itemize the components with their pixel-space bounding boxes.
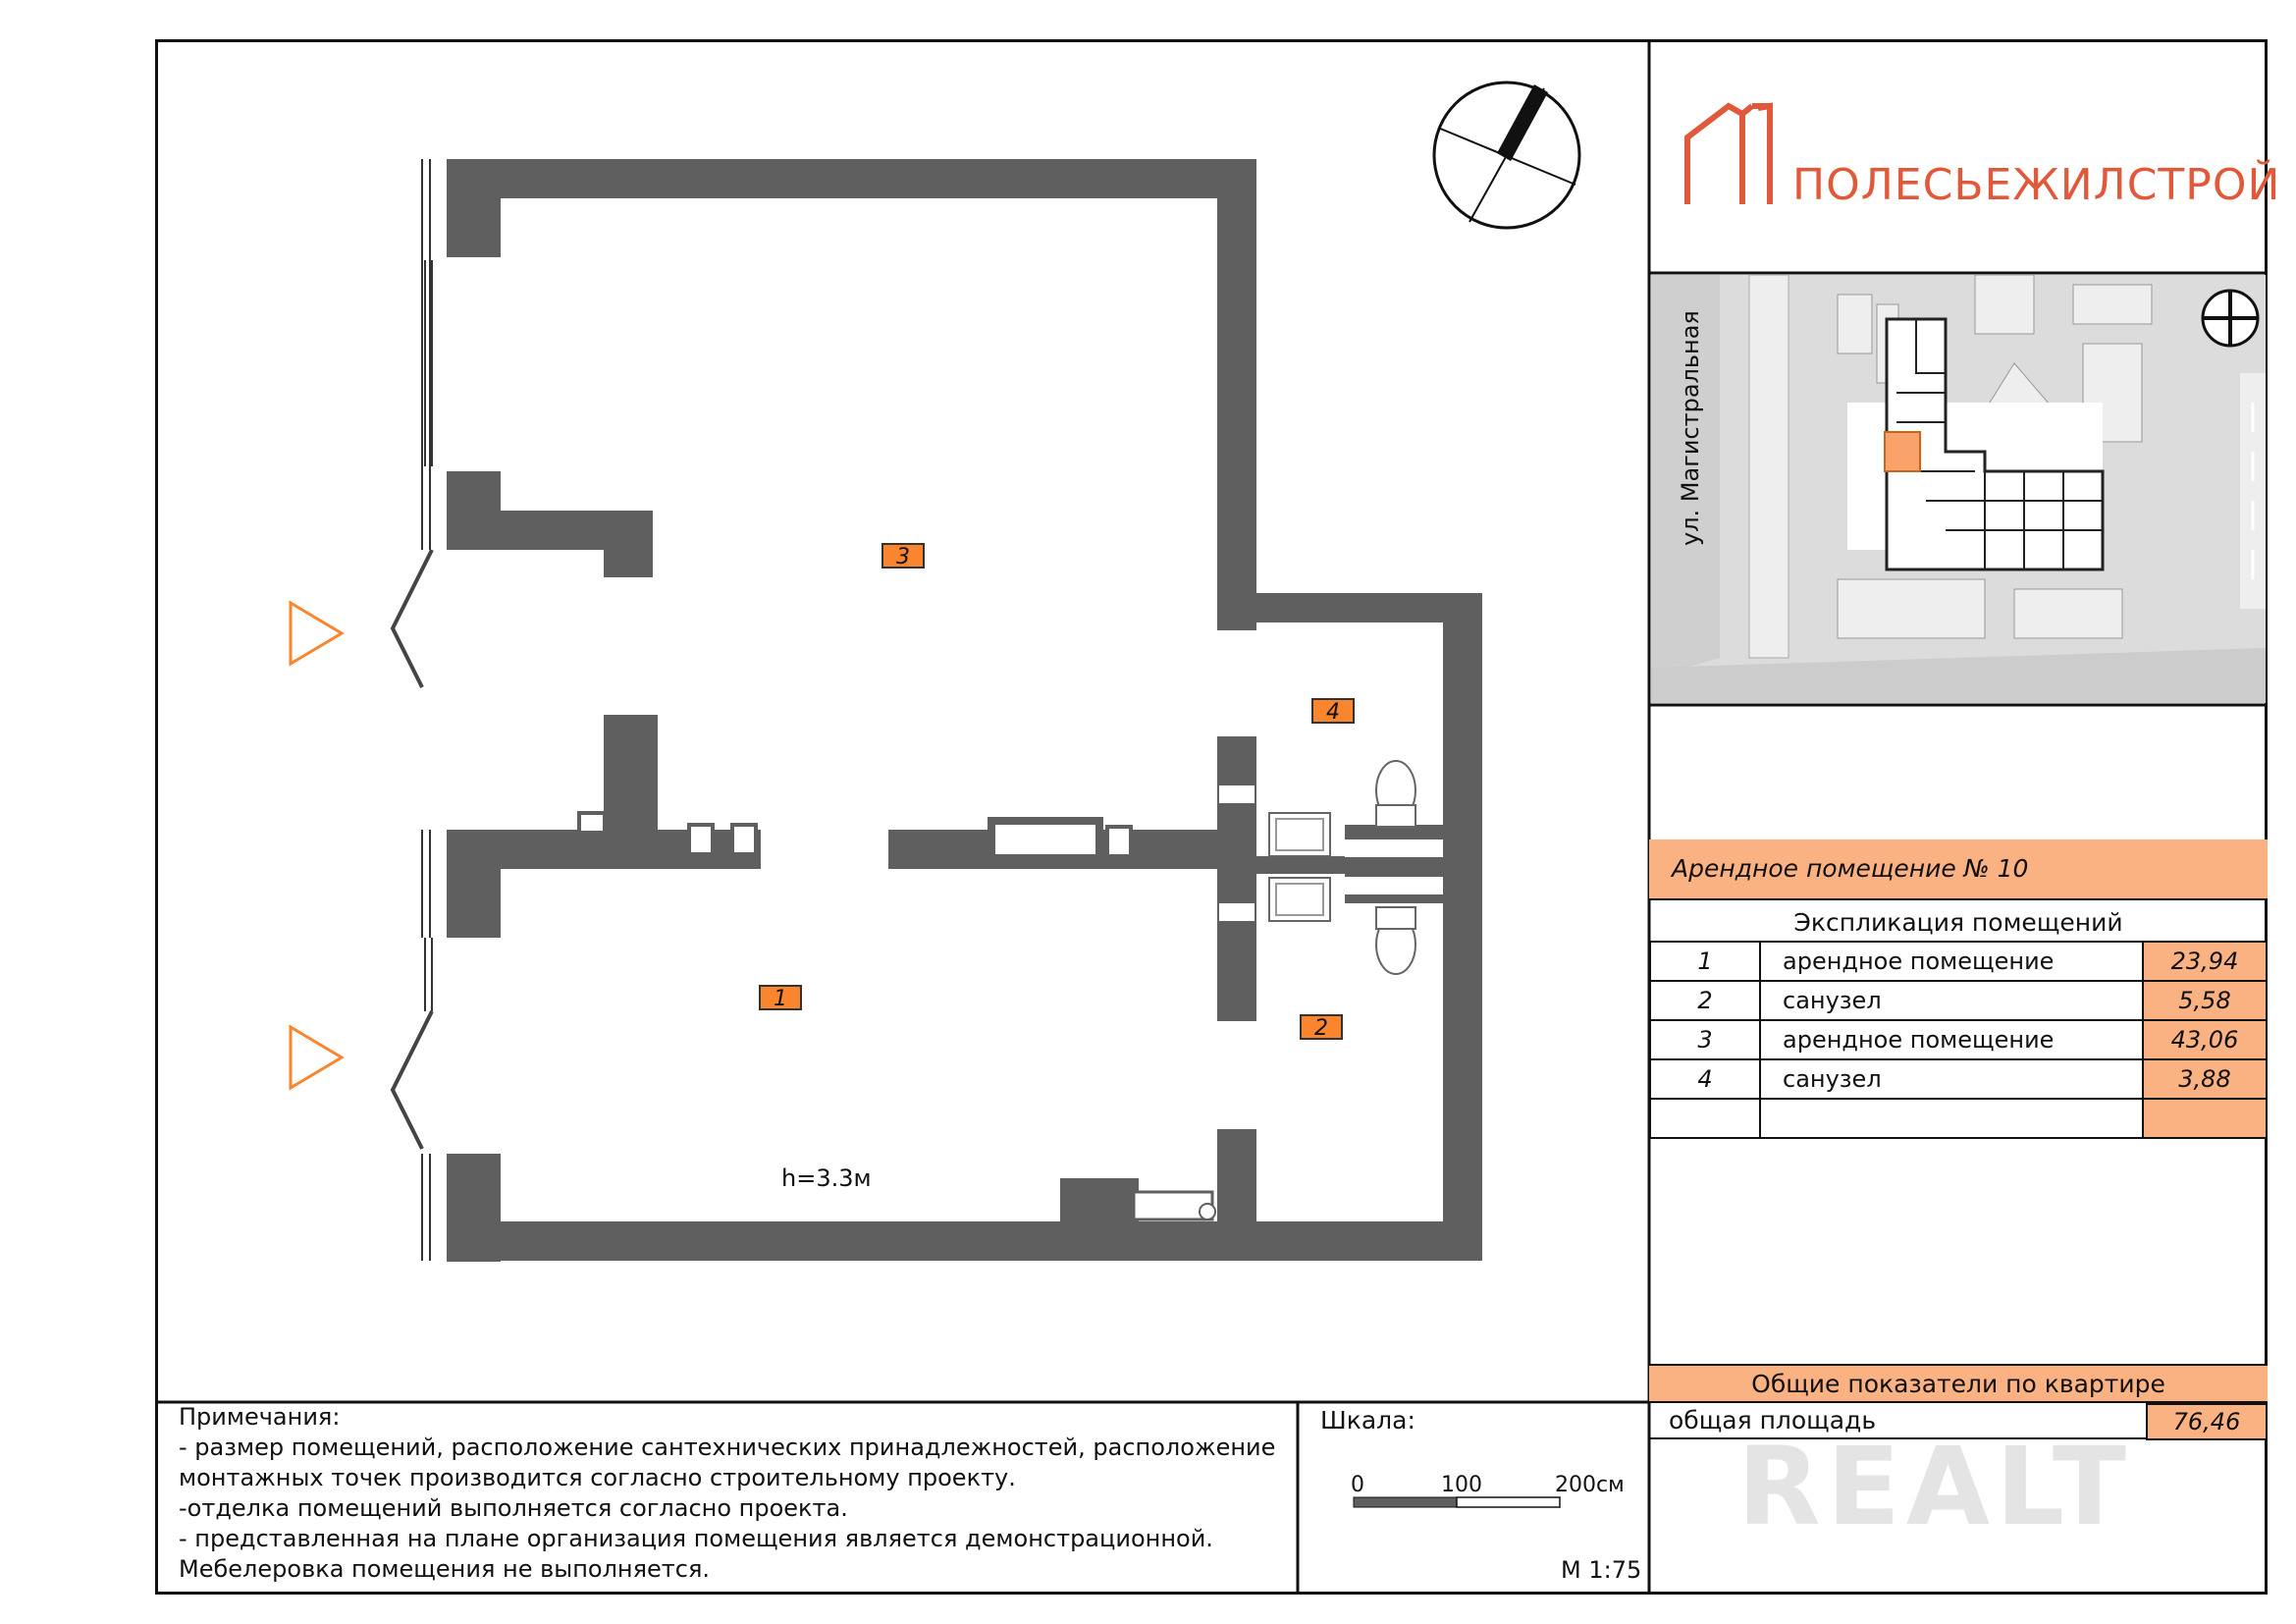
notes-line: - размер помещений, расположение сантехн… <box>179 1434 1276 1461</box>
site-map <box>1651 275 2266 703</box>
row-name: арендное помещение <box>1759 1019 2144 1060</box>
drawing-frame <box>155 39 2268 1595</box>
row-number <box>1649 1098 1761 1139</box>
notes-line: -отделка помещений выполняется согласно … <box>179 1494 848 1522</box>
notes-title: Примечания: <box>179 1403 341 1431</box>
row-number: 1 <box>1649 941 1761 982</box>
summary-label: общая площадь <box>1669 1406 1877 1435</box>
notes-line: монтажных точек производится согласно ст… <box>179 1464 1016 1491</box>
entrance-arrow-icon <box>289 600 345 667</box>
table-row: 2 санузел 5,58 <box>1649 980 2268 1021</box>
explication-table: 1 арендное помещение 23,94 2 санузел 5,5… <box>1649 941 2268 1139</box>
row-area: 3,88 <box>2142 1058 2268 1100</box>
scale-tick-200: 200см <box>1555 1473 1625 1497</box>
row-number: 4 <box>1649 1058 1761 1100</box>
notes-line: - представленная на плане организация по… <box>179 1525 1213 1552</box>
table-row: 4 санузел 3,88 <box>1649 1058 2268 1100</box>
ceiling-height: h=3.3м <box>781 1164 872 1192</box>
row-name: санузел <box>1759 1058 2144 1100</box>
summary-header: Общие показатели по квартире <box>1649 1364 2268 1403</box>
scale-tick-100: 100 <box>1441 1473 1482 1497</box>
table-row: 3 арендное помещение 43,06 <box>1649 1019 2268 1060</box>
row-number: 2 <box>1649 980 1761 1021</box>
scale-title: Шкала: <box>1320 1406 1415 1435</box>
watermark: REALT <box>1737 1424 2132 1549</box>
room-badge-3: 3 <box>881 543 925 569</box>
notes-line: Мебелеровка помещения не выполняется. <box>179 1555 711 1583</box>
summary-value: 76,46 <box>2146 1403 2268 1440</box>
street-label: ул. Магистральная <box>1677 310 1704 546</box>
scale-tick-0: 0 <box>1351 1473 1364 1497</box>
row-area: 23,94 <box>2142 941 2268 982</box>
north-arrow-icon <box>1432 81 1581 230</box>
room-badge-1: 1 <box>759 985 802 1011</box>
scale-bar <box>1353 1496 1561 1508</box>
brand-logo-icon <box>1684 102 1773 204</box>
table-row <box>1649 1098 2268 1139</box>
floor-plan <box>289 159 1482 1262</box>
row-number: 3 <box>1649 1019 1761 1060</box>
scale-ratio: М 1:75 <box>1561 1556 1642 1584</box>
row-area: 43,06 <box>2142 1019 2268 1060</box>
row-name: санузел <box>1759 980 2144 1021</box>
row-area: 5,58 <box>2142 980 2268 1021</box>
unit-title-bar <box>1649 839 2268 900</box>
table-row: 1 арендное помещение 23,94 <box>1649 941 2268 982</box>
room-badge-2: 2 <box>1300 1014 1343 1041</box>
entrance-arrow-icon <box>289 1024 345 1091</box>
unit-title: Арендное помещение № 10 <box>1672 854 2029 883</box>
row-area <box>2142 1098 2268 1139</box>
row-name: арендное помещение <box>1759 941 2144 982</box>
brand-name: ПОЛЕСЬЕЖИЛСТРОЙ <box>1792 160 2281 210</box>
room-badge-4: 4 <box>1311 698 1355 725</box>
explication-header: Экспликация помещений <box>1793 907 2123 937</box>
notes: Примечания: - размер помещений, располож… <box>179 1402 1275 1585</box>
row-name <box>1759 1098 2144 1139</box>
